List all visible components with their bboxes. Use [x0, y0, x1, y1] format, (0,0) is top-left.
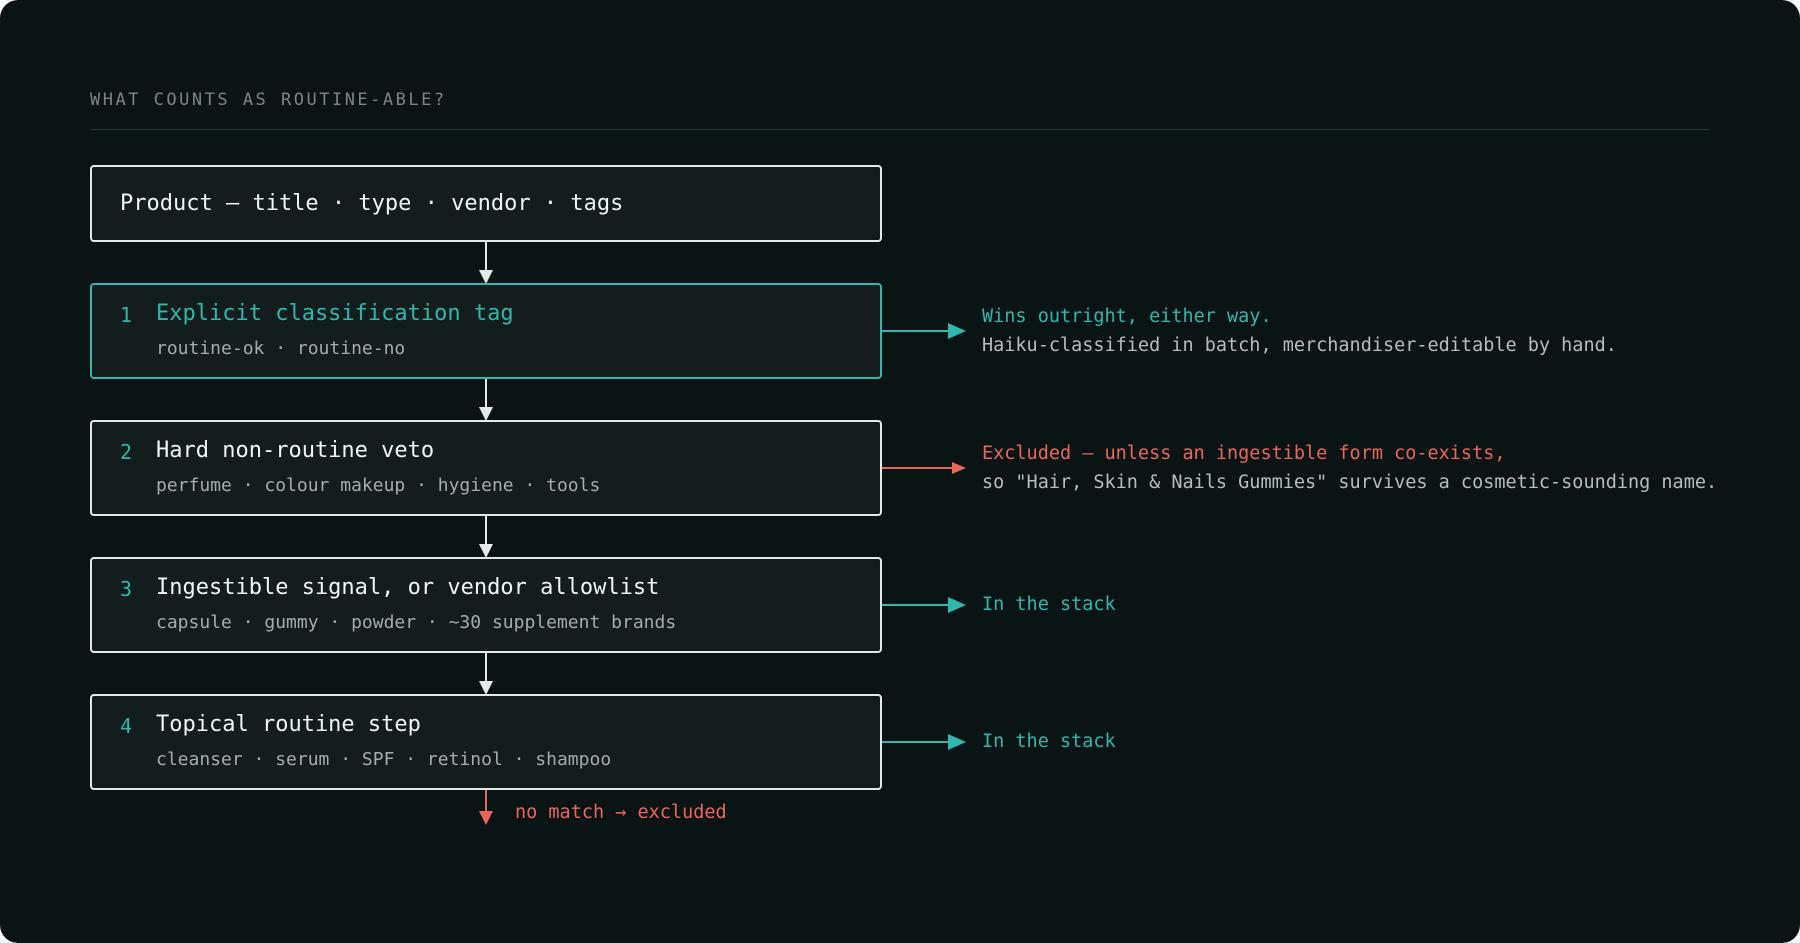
down-arrow-product-to-step-1	[479, 242, 493, 284]
outcome-arrow-step-4	[882, 734, 966, 750]
outcome-arrow-step-3	[882, 597, 966, 613]
step-4-subtitle: cleanser · serum · SPF · retinol · shamp…	[156, 749, 612, 770]
down-arrow-step-2-to-step-3	[479, 516, 493, 558]
step-4-number: 4	[120, 714, 133, 738]
step-4-outcome: In the stack	[982, 727, 1116, 756]
step-4-outcome-primary: In the stack	[982, 731, 1116, 752]
step-1-number: 1	[120, 303, 133, 327]
step-1-box: 1 Explicit classification tag routine-ok…	[90, 283, 882, 379]
step-2-outcome-secondary: so "Hair, Skin & Nails Gummies" survives…	[982, 472, 1718, 493]
heading-divider	[90, 129, 1710, 130]
step-1-outcome-primary: Wins outright, either way.	[982, 306, 1272, 327]
step-2-outcome-primary: Excluded — unless an ingestible form co-…	[982, 443, 1506, 464]
step-4-box: 4 Topical routine step cleanser · serum …	[90, 694, 882, 790]
step-1-title: Explicit classification tag	[156, 301, 514, 326]
down-arrow-step-1-to-step-2	[479, 379, 493, 421]
step-1-outcome-secondary: Haiku-classified in batch, merchandiser-…	[982, 335, 1617, 356]
product-box: Product — title · type · vendor · tags	[90, 165, 882, 242]
outcome-arrow-step-1	[882, 323, 966, 339]
product-label: Product — title · type · vendor · tags	[120, 191, 624, 216]
step-3-subtitle: capsule · gummy · powder · ~30 supplemen…	[156, 612, 677, 633]
step-4-title: Topical routine step	[156, 712, 421, 737]
step-1-outcome: Wins outright, either way. Haiku-classif…	[982, 302, 1617, 360]
step-3-outcome: In the stack	[982, 590, 1116, 619]
outcome-arrow-step-2	[882, 462, 966, 474]
step-2-number: 2	[120, 440, 133, 464]
step-3-number: 3	[120, 577, 133, 601]
step-2-title: Hard non-routine veto	[156, 438, 435, 463]
step-3-box: 3 Ingestible signal, or vendor allowlist…	[90, 557, 882, 653]
step-1-subtitle: routine-ok · routine-no	[156, 338, 406, 359]
step-2-subtitle: perfume · colour makeup · hygiene · tool…	[156, 475, 601, 496]
step-3-title: Ingestible signal, or vendor allowlist	[156, 575, 660, 600]
step-3-outcome-primary: In the stack	[982, 594, 1116, 615]
step-2-outcome: Excluded — unless an ingestible form co-…	[982, 439, 1717, 497]
step-2-box: 2 Hard non-routine veto perfume · colour…	[90, 420, 882, 516]
no-match-label: no match → excluded	[515, 802, 727, 823]
diagram-heading: WHAT COUNTS AS ROUTINE-ABLE?	[90, 90, 447, 110]
down-arrow-step-3-to-step-4	[479, 653, 493, 695]
down-arrow-no-match	[479, 790, 493, 825]
